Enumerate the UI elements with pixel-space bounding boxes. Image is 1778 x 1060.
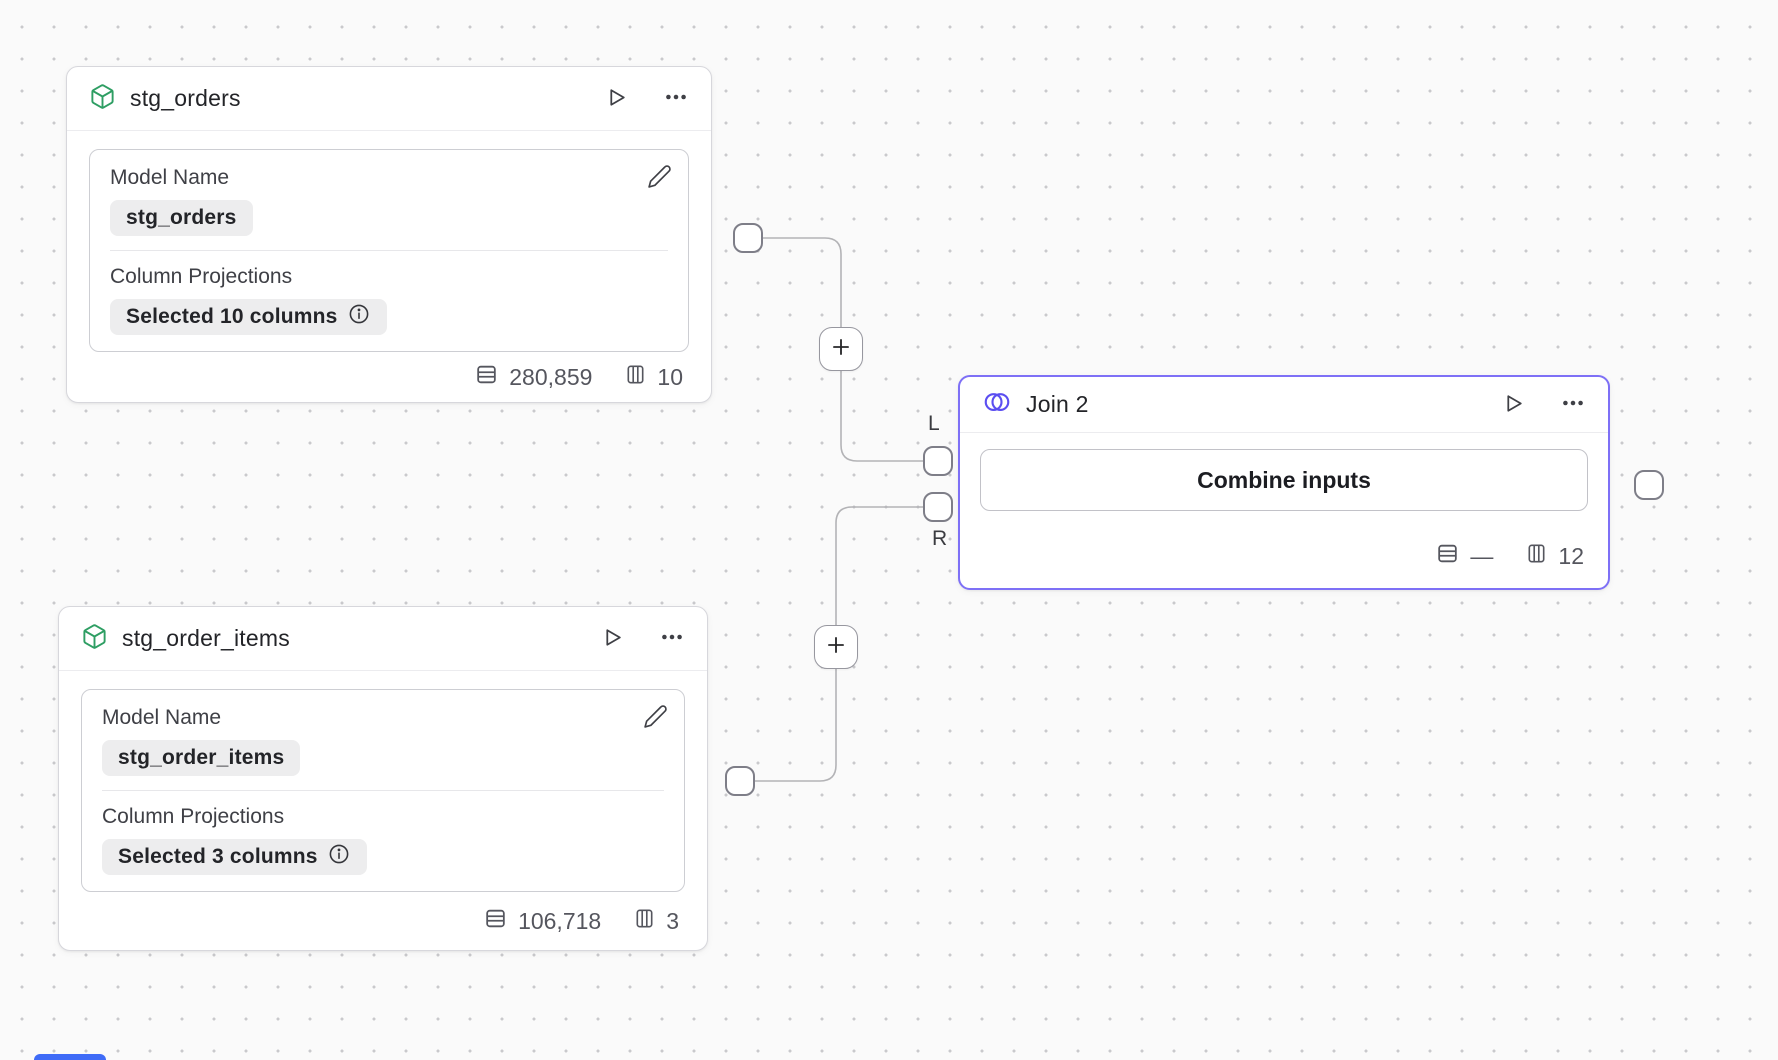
add-node-on-connection-button[interactable] xyxy=(819,327,863,371)
node-stg-order-items[interactable]: stg_order_items Model Nam xyxy=(58,606,708,951)
run-button[interactable] xyxy=(604,85,629,113)
row-count: 280,859 xyxy=(509,363,593,390)
node-stats: 106,718 3 xyxy=(59,892,707,950)
info-icon[interactable] xyxy=(347,302,371,332)
columns-icon xyxy=(1525,542,1548,571)
column-projections-badge[interactable]: Selected 3 columns xyxy=(102,839,367,875)
output-port-stg-order-items[interactable] xyxy=(725,766,755,796)
edit-model-name-button[interactable] xyxy=(643,704,668,732)
add-node-on-connection-button[interactable] xyxy=(814,625,858,669)
model-name-label: Model Name xyxy=(102,706,222,729)
model-name-value: stg_order_items xyxy=(118,746,285,769)
model-config-card: Model Name stg_order_items Column Projec… xyxy=(81,689,685,892)
more-horizontal-icon xyxy=(1560,390,1586,419)
node-stats: — 12 xyxy=(960,511,1608,588)
rows-icon xyxy=(474,362,499,393)
join-right-input-port[interactable] xyxy=(923,492,953,522)
column-projections-value: Selected 3 columns xyxy=(118,845,318,868)
canvas-scroll-indicator[interactable] xyxy=(34,1054,106,1060)
output-port-stg-orders[interactable] xyxy=(733,223,763,253)
join-venn-icon xyxy=(982,387,1012,422)
rows-icon xyxy=(483,906,508,937)
column-projections-label: Column Projections xyxy=(102,805,285,828)
node-title: stg_order_items xyxy=(122,625,290,651)
run-button[interactable] xyxy=(600,625,625,653)
model-name-badge[interactable]: stg_orders xyxy=(110,200,253,236)
column-projections-value: Selected 10 columns xyxy=(126,305,338,328)
box-icon xyxy=(81,623,108,655)
column-projections-badge[interactable]: Selected 10 columns xyxy=(110,299,387,335)
edit-model-name-button[interactable] xyxy=(647,164,672,192)
column-count: 10 xyxy=(657,363,683,390)
node-header: stg_orders xyxy=(67,67,711,131)
node-stg-orders[interactable]: stg_orders Model Name xyxy=(66,66,712,403)
column-count: 12 xyxy=(1558,543,1584,569)
play-icon xyxy=(600,625,625,653)
plus-icon xyxy=(828,334,854,365)
model-name-value: stg_orders xyxy=(126,206,237,229)
pencil-icon xyxy=(643,705,668,732)
plus-icon xyxy=(823,632,849,663)
node-title: Join 2 xyxy=(1026,391,1089,417)
more-horizontal-icon xyxy=(663,84,689,113)
more-horizontal-icon xyxy=(659,624,685,653)
run-button[interactable] xyxy=(1501,391,1526,419)
play-icon xyxy=(604,85,629,113)
left-port-label: L xyxy=(928,412,940,435)
play-icon xyxy=(1501,391,1526,419)
node-header: stg_order_items xyxy=(59,607,707,671)
model-config-card: Model Name stg_orders Column Projections… xyxy=(89,149,689,352)
node-menu-button[interactable] xyxy=(663,84,689,113)
columns-icon xyxy=(633,907,656,936)
node-menu-button[interactable] xyxy=(659,624,685,653)
row-count: — xyxy=(1470,543,1494,569)
divider xyxy=(110,250,668,251)
node-menu-button[interactable] xyxy=(1560,390,1586,419)
right-port-label: R xyxy=(932,527,948,550)
rows-icon xyxy=(1435,541,1460,572)
model-name-label: Model Name xyxy=(110,166,230,189)
join-left-input-port[interactable] xyxy=(923,446,953,476)
box-icon xyxy=(89,83,116,115)
node-join-2[interactable]: Join 2 Combine inputs — xyxy=(958,375,1610,590)
combine-inputs-button[interactable]: Combine inputs xyxy=(980,449,1588,511)
node-header: Join 2 xyxy=(960,377,1608,433)
columns-icon xyxy=(624,363,647,392)
pencil-icon xyxy=(647,165,672,192)
info-icon[interactable] xyxy=(327,842,351,872)
node-stats: 280,859 10 xyxy=(67,352,711,402)
column-projections-label: Column Projections xyxy=(110,265,293,288)
node-title: stg_orders xyxy=(130,85,241,111)
column-count: 3 xyxy=(666,907,679,934)
row-count: 106,718 xyxy=(518,907,602,934)
divider xyxy=(102,790,664,791)
output-port-join[interactable] xyxy=(1634,470,1664,500)
model-name-badge[interactable]: stg_order_items xyxy=(102,740,301,776)
